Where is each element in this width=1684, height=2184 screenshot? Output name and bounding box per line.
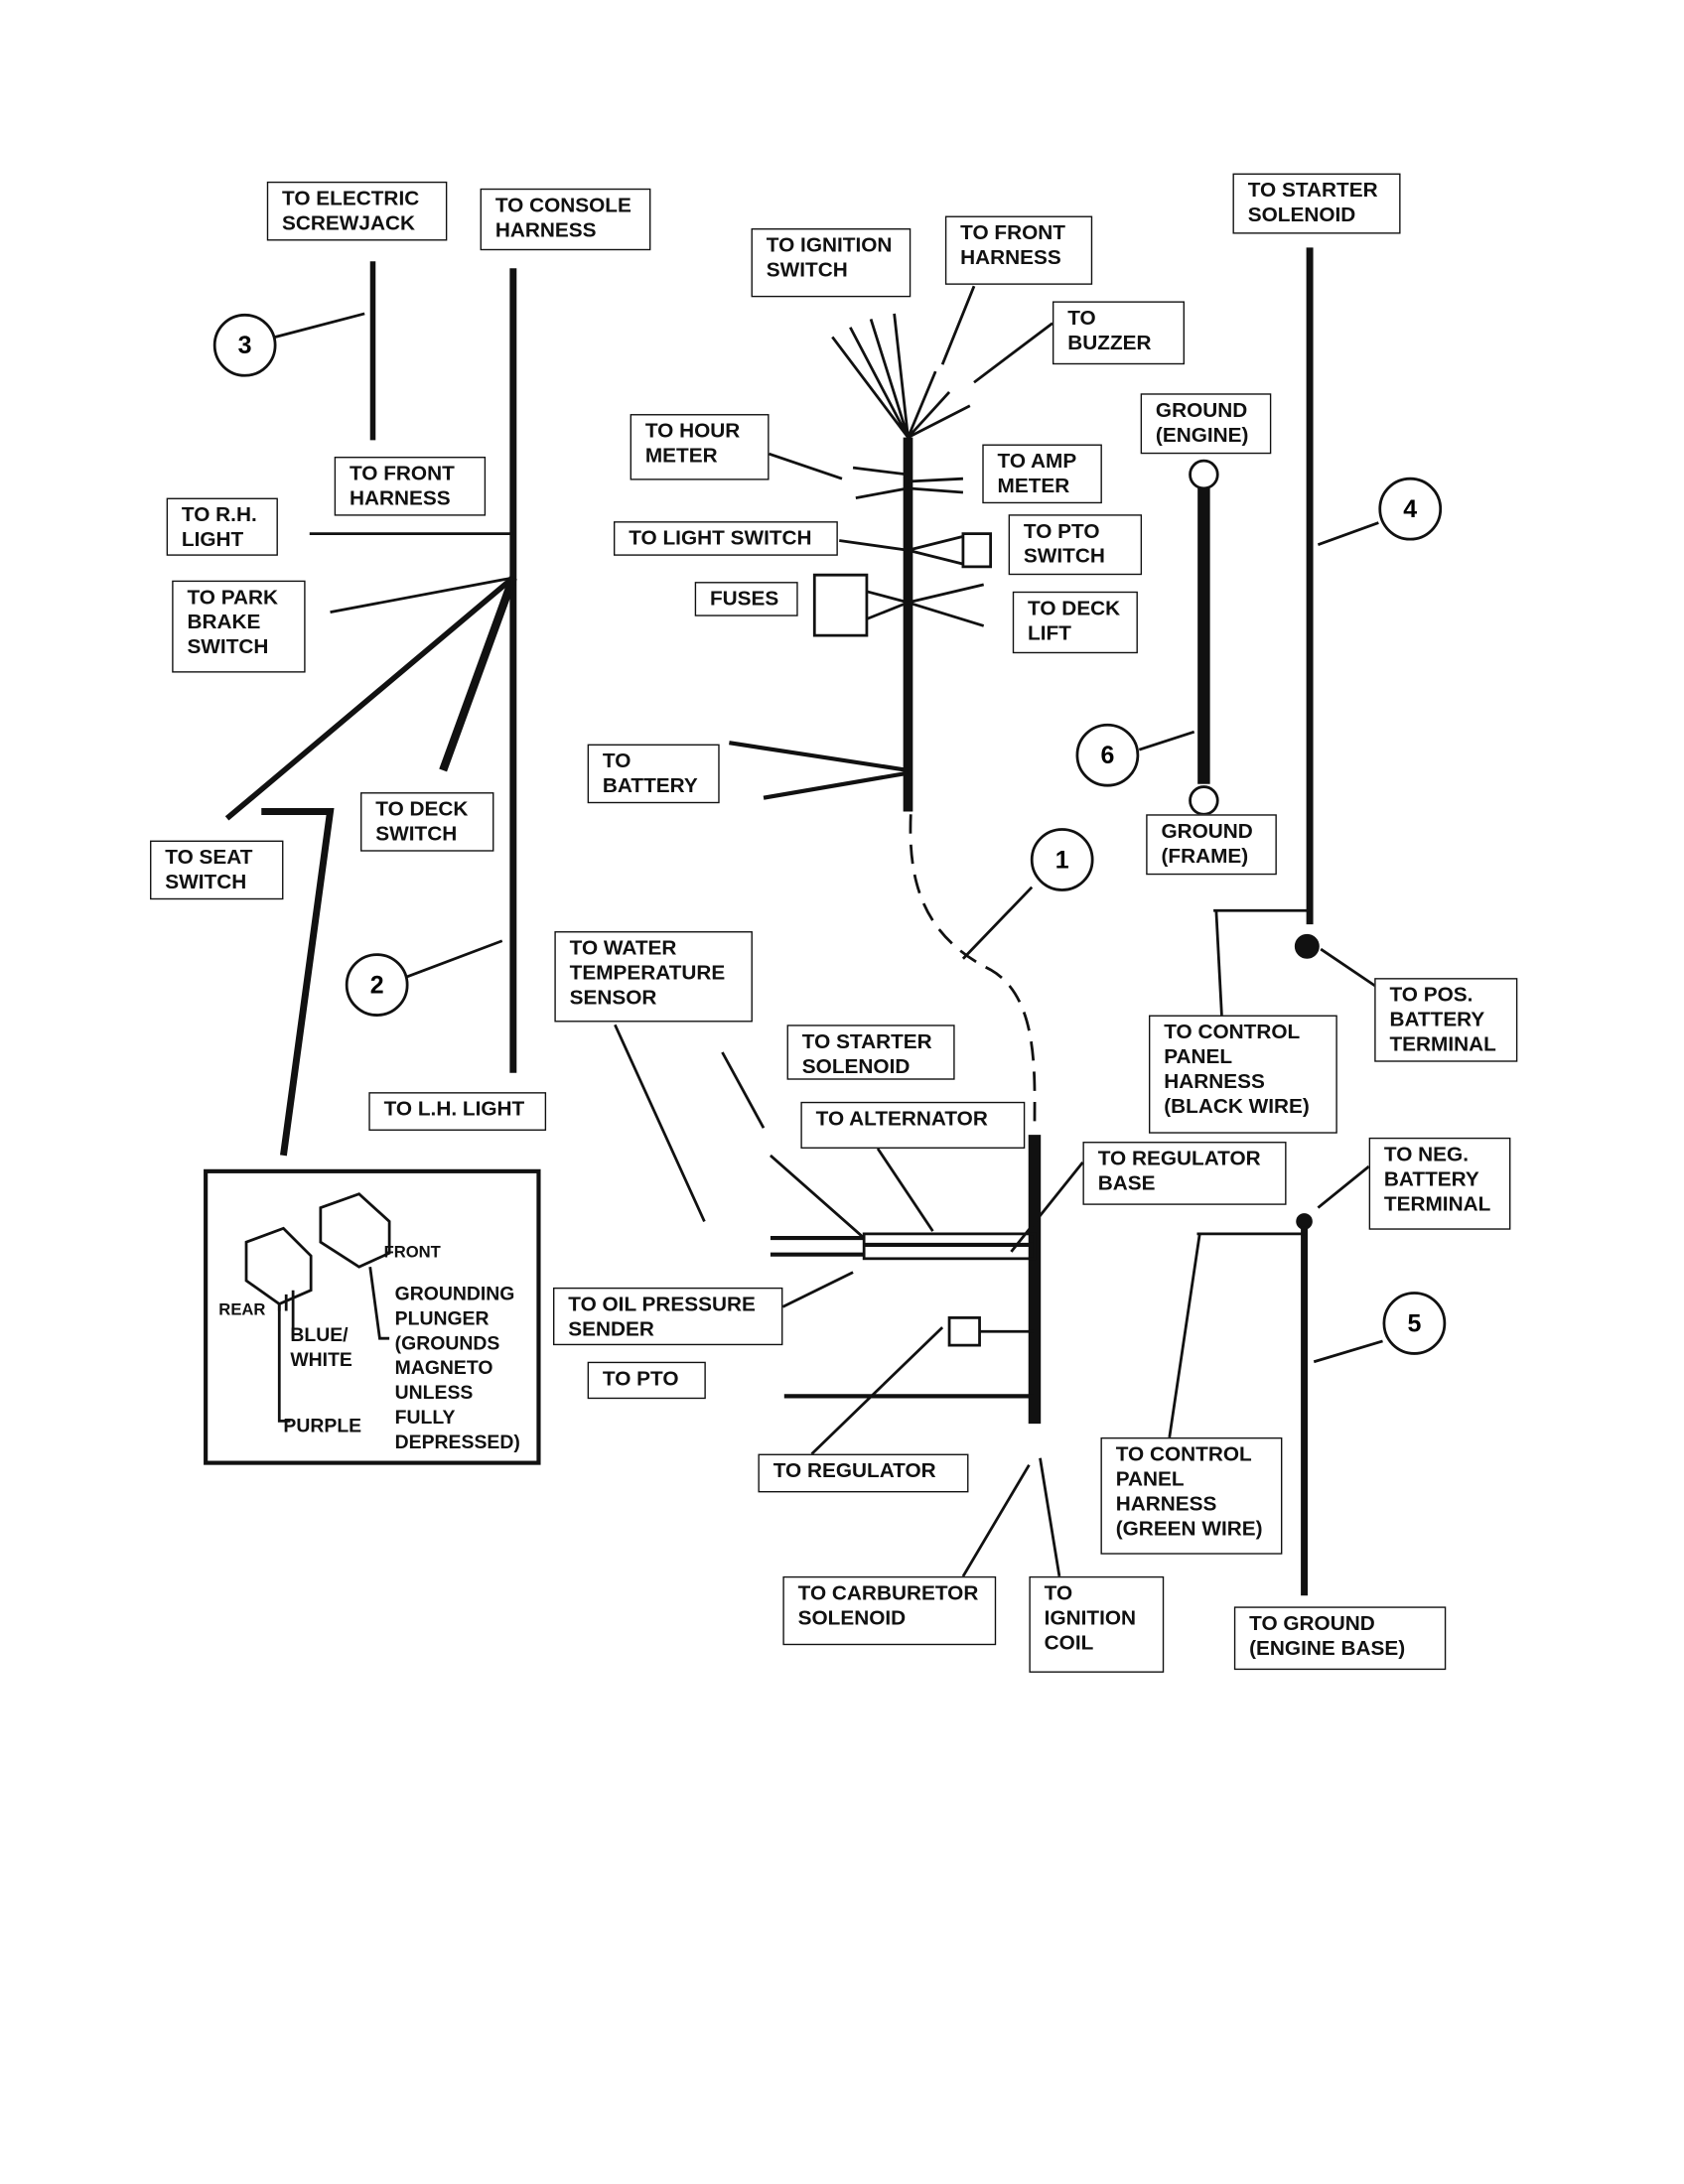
label-deck-switch: TO DECK SWITCH xyxy=(360,792,494,852)
arrow-regulator xyxy=(810,1326,944,1455)
label-pto: TO PTO xyxy=(587,1361,706,1400)
connector-detail-inset: FRONT REAR BLUE/ WHITE PURPLE GROUNDING … xyxy=(204,1168,541,1465)
arrow-oil xyxy=(781,1271,854,1308)
label-light-switch: TO LIGHT SWITCH xyxy=(613,521,838,556)
callout-5: 5 xyxy=(1382,1292,1447,1355)
label-rh-light: TO R.H. LIGHT xyxy=(166,497,278,556)
arrow-hour-meter xyxy=(769,452,843,480)
label-park-brake: TO PARK BRAKE SWITCH xyxy=(172,580,306,673)
arrow-pos xyxy=(1320,947,1377,988)
label-ground-frame: GROUND (FRAME) xyxy=(1146,814,1277,876)
label-pto-switch: TO PTO SWITCH xyxy=(1008,514,1143,576)
arrow-3 xyxy=(274,312,365,339)
label-buzzer: TO BUZZER xyxy=(1052,301,1186,365)
rear-connector xyxy=(244,1226,313,1306)
label-oil-pressure: TO OIL PRESSURE SENDER xyxy=(553,1287,783,1346)
label-neg-battery: TO NEG. BATTERY TERMINAL xyxy=(1368,1137,1511,1230)
arrow-2 xyxy=(406,939,503,979)
label-fuses: FUSES xyxy=(694,582,798,616)
deck-switch-branch xyxy=(439,576,517,772)
label-ignition-switch: TO IGNITION SWITCH xyxy=(751,228,912,298)
regulator-connector xyxy=(947,1316,981,1347)
label-control-green: TO CONTROL PANEL HARNESS (GREEN WIRE) xyxy=(1100,1436,1283,1555)
callout-3: 3 xyxy=(212,313,277,377)
callout-6: 6 xyxy=(1075,723,1140,787)
label-starter-solenoid-mid: TO STARTER SOLENOID xyxy=(786,1024,955,1080)
arrow-5 xyxy=(1313,1339,1383,1364)
label-ground-engine-base: TO GROUND (ENGINE BASE) xyxy=(1233,1606,1447,1671)
label-lh-light: TO L.H. LIGHT xyxy=(368,1092,547,1131)
arrow-6 xyxy=(1138,730,1195,751)
front-connector xyxy=(319,1192,391,1269)
connector-drawing xyxy=(244,1192,391,1423)
label-control-black: TO CONTROL PANEL HARNESS (BLACK WIRE) xyxy=(1148,1015,1337,1134)
arrow-green-wire xyxy=(1168,1233,1201,1438)
callout-1: 1 xyxy=(1030,828,1094,891)
ring-frame xyxy=(1189,785,1219,816)
label-hour-meter: TO HOUR METER xyxy=(630,414,770,480)
grounding-plunger-label: GROUNDING PLUNGER (GROUNDS MAGNETO UNLES… xyxy=(394,1282,520,1453)
callout-2: 2 xyxy=(345,953,409,1017)
arrow-neg xyxy=(1317,1164,1370,1209)
engine-sleeve xyxy=(862,1232,1037,1261)
seat-switch-branch xyxy=(224,575,515,821)
harness-1-hidden xyxy=(909,814,1037,1129)
label-alternator: TO ALTERNATOR xyxy=(800,1101,1026,1149)
light-switch-wires xyxy=(839,539,909,552)
label-front-harness-left: TO FRONT HARNESS xyxy=(334,457,487,516)
arrow-buzzer xyxy=(973,322,1053,384)
pto-switch-connector xyxy=(961,532,993,569)
neg-terminal xyxy=(1296,1213,1313,1230)
pos-terminal xyxy=(1294,933,1320,959)
label-ground-engine: GROUND (ENGINE) xyxy=(1140,393,1272,455)
arrow-coil xyxy=(1039,1457,1061,1577)
arrow-carb xyxy=(961,1463,1031,1577)
engine-branch-main xyxy=(770,1235,1035,1257)
inset-pointer xyxy=(261,808,335,1157)
battery-wires xyxy=(729,741,909,800)
ignition-wires xyxy=(831,313,971,439)
arrow-alternator xyxy=(876,1148,934,1232)
fuse-block xyxy=(812,573,869,637)
label-battery: TO BATTERY xyxy=(587,744,720,804)
label-electric-screwjack: TO ELECTRIC SCREWJACK xyxy=(266,181,448,241)
arrow-front-harness xyxy=(940,285,976,365)
arrow-reg-base xyxy=(1010,1160,1084,1253)
label-console-harness: TO CONSOLE HARNESS xyxy=(480,188,651,251)
arrow-starter-mid xyxy=(721,1051,866,1240)
blue-white-label: BLUE/ WHITE xyxy=(290,1322,352,1371)
purple-label: PURPLE xyxy=(283,1414,362,1436)
amp-meter-wires xyxy=(908,477,964,494)
label-water-temp: TO WATER TEMPERATURE SENSOR xyxy=(554,931,753,1023)
label-ignition-coil: TO IGNITION COIL xyxy=(1029,1575,1165,1673)
label-carb-solenoid: TO CARBURETOR SOLENOID xyxy=(782,1575,997,1646)
label-front-harness-top: TO FRONT HARNESS xyxy=(944,215,1093,285)
label-regulator: TO REGULATOR xyxy=(758,1453,969,1493)
front-label: FRONT xyxy=(383,1242,441,1262)
arrow-black-wire xyxy=(1214,910,1223,1016)
arrow-water-temp xyxy=(614,1024,706,1222)
hour-meter-wires xyxy=(852,466,909,499)
arrow-4 xyxy=(1317,521,1379,546)
label-starter-solenoid-top: TO STARTER SOLENOID xyxy=(1232,173,1401,234)
label-deck-lift: TO DECK LIFT xyxy=(1012,591,1138,654)
park-brake-branch xyxy=(330,576,514,614)
label-pos-battery: TO POS. BATTERY TERMINAL xyxy=(1374,978,1518,1062)
pto-switch-wires xyxy=(908,535,964,566)
label-regulator-base: TO REGULATOR BASE xyxy=(1082,1142,1287,1205)
rear-label: REAR xyxy=(218,1299,266,1319)
label-amp-meter: TO AMP METER xyxy=(982,444,1102,504)
label-seat-switch: TO SEAT SWITCH xyxy=(150,840,284,900)
callout-4: 4 xyxy=(1378,477,1443,541)
arrow-1 xyxy=(961,886,1034,960)
ring-engine xyxy=(1189,459,1219,490)
fuse-wires xyxy=(866,583,985,627)
